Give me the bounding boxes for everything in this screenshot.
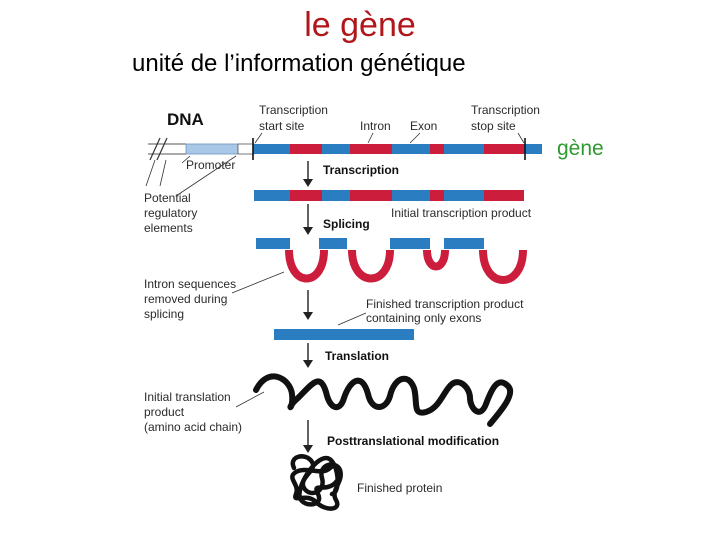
tss-label-line2: start site bbox=[259, 119, 305, 133]
initial-translation-line2: product bbox=[144, 405, 185, 419]
arrow-mature bbox=[303, 290, 313, 320]
intron-removed-line1: Intron sequences bbox=[144, 277, 236, 291]
slide-title: le gène bbox=[304, 6, 416, 44]
arrow-translation bbox=[303, 343, 313, 368]
initial-product-label: Initial transcription product bbox=[391, 206, 532, 220]
intron-loops bbox=[285, 249, 527, 284]
finished-product-line2: containing only exons bbox=[366, 311, 481, 325]
step-translation: Translation bbox=[325, 349, 389, 363]
exon-segment bbox=[392, 144, 430, 154]
stop-label-line1: Transcription bbox=[471, 103, 540, 117]
intron-label: Intron bbox=[360, 119, 391, 133]
arrow-posttranslational bbox=[303, 420, 313, 453]
exon-segment bbox=[322, 144, 350, 154]
promoter-label: Promoter bbox=[186, 158, 235, 172]
finished-product-line1: Finished transcription product bbox=[366, 297, 524, 311]
intron-removed-line2: removed during bbox=[144, 292, 227, 306]
initial-translation-line1: Initial translation bbox=[144, 390, 231, 404]
arrow-transcription bbox=[303, 161, 313, 187]
regulatory-pointer bbox=[145, 155, 237, 197]
tss-label-line1: Transcription bbox=[259, 103, 328, 117]
step-transcription: Transcription bbox=[323, 163, 399, 177]
step-posttranslational: Posttranslational modification bbox=[327, 434, 499, 448]
regulatory-label-line1: Potential bbox=[144, 191, 191, 205]
initial-translation-line3: (amino acid chain) bbox=[144, 420, 242, 434]
intron-segment bbox=[350, 144, 392, 154]
finished-protein bbox=[290, 454, 343, 511]
finished-protein-label: Finished protein bbox=[357, 481, 442, 495]
dna-label: DNA bbox=[167, 110, 204, 129]
promoter-region bbox=[185, 143, 239, 155]
intron-segment bbox=[290, 144, 322, 154]
arrow-splicing bbox=[303, 204, 313, 235]
exon-segments-spliced bbox=[256, 238, 484, 249]
exon-segment bbox=[444, 144, 484, 154]
dna-strand bbox=[148, 132, 542, 161]
exon-segment bbox=[254, 144, 290, 154]
amino-acid-chain bbox=[253, 373, 513, 427]
step-splicing: Splicing bbox=[323, 217, 370, 231]
stop-label-line2: stop site bbox=[471, 119, 516, 133]
primary-transcript bbox=[254, 190, 524, 201]
regulatory-label-line3: elements bbox=[144, 221, 193, 235]
gene-label: gène bbox=[557, 137, 604, 160]
intron-segment bbox=[430, 144, 444, 154]
regulatory-label-line2: regulatory bbox=[144, 206, 197, 220]
exon-segment bbox=[524, 144, 542, 154]
intron-removed-line3: splicing bbox=[144, 307, 184, 321]
exon-label: Exon bbox=[410, 119, 437, 133]
mature-mrna bbox=[274, 329, 414, 340]
intron-segment bbox=[484, 144, 524, 154]
slide-subtitle: unité de l’information génétique bbox=[132, 50, 466, 77]
